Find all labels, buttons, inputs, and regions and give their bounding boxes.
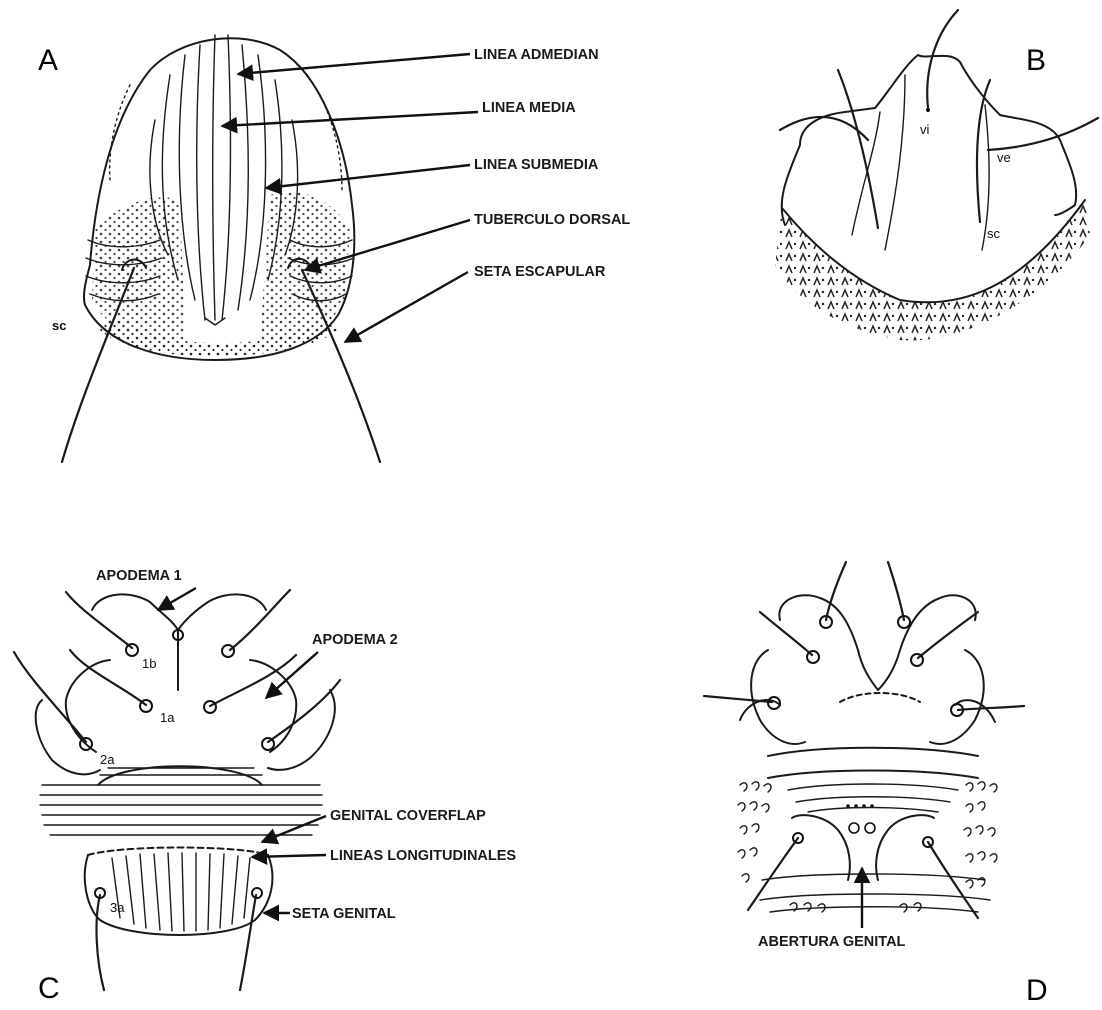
label-ve: ve	[997, 150, 1011, 165]
label-1a: 1a	[160, 710, 175, 725]
striated-band-c	[40, 766, 322, 835]
label-linea-media: LINEA MEDIA	[482, 100, 576, 116]
label-linea-admedian: LINEA ADMEDIAN	[474, 47, 599, 63]
label-seta-genital: SETA GENITAL	[292, 906, 396, 922]
panel-d-letter: D	[1026, 974, 1048, 1007]
genital-seta-left	[97, 895, 104, 990]
label-3a: 3a	[110, 900, 125, 915]
arrow-seta-escapular	[345, 272, 468, 342]
longitudinal-lines-c	[112, 853, 250, 931]
label-apodema-2: APODEMA 2	[312, 632, 398, 648]
genital-lip-right	[876, 815, 934, 880]
arrow-linea-admedian	[238, 54, 470, 74]
label-apodema-1: APODEMA 1	[96, 568, 182, 584]
panel-d: D	[704, 562, 1048, 1007]
seta-sc-left	[838, 70, 878, 228]
panel-b: B vi ve sc	[775, 10, 1098, 340]
label-sc-a: sc	[52, 318, 66, 333]
label-seta-escapular: SETA ESCAPULAR	[474, 264, 606, 280]
label-tuberculo-dorsal: TUBERCULO DORSAL	[474, 212, 630, 228]
label-vi: vi	[920, 122, 930, 137]
panel-c-letter: C	[38, 972, 60, 1005]
label-1b: 1b	[142, 656, 156, 671]
arrow-lineas-longitudinales	[252, 855, 326, 857]
textured-band-b	[775, 200, 1090, 340]
label-genital-coverflap: GENITAL COVERFLAP	[330, 808, 486, 824]
label-lineas-longitudinales: LINEAS LONGITUDINALES	[330, 848, 516, 864]
label-abertura-genital: ABERTURA GENITAL	[758, 934, 906, 950]
genital-seta-right	[240, 895, 256, 990]
panel-c: C	[14, 568, 516, 1005]
label-sc-b: sc	[987, 226, 1001, 241]
label-linea-submedia: LINEA SUBMEDIA	[474, 157, 599, 173]
seta-ve-right	[988, 118, 1098, 150]
genital-lip-left	[792, 815, 850, 880]
lateral-hooks-d	[738, 782, 997, 912]
arrow-genital-coverflap	[262, 816, 326, 842]
panel-a-letter: A	[38, 44, 58, 77]
seta-vi	[927, 10, 958, 108]
panel-b-letter: B	[1026, 44, 1046, 77]
arrow-linea-submedia	[266, 165, 470, 188]
arrow-linea-media	[222, 112, 478, 126]
label-2a: 2a	[100, 752, 115, 767]
prodorsal-shield-b	[782, 55, 1076, 225]
arrow-apodema-1	[158, 588, 196, 610]
panel-a: A	[38, 35, 630, 462]
